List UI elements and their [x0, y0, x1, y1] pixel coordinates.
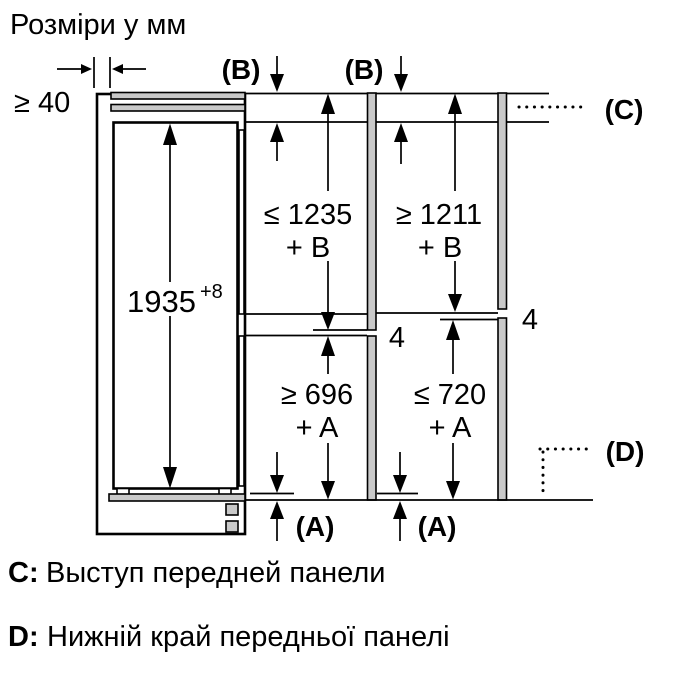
d-marker: (D)	[606, 436, 645, 467]
legend-d-key: D:	[8, 621, 39, 653]
arrow-up-icon	[163, 123, 177, 145]
plinth-block-lower	[225, 520, 239, 533]
b-marker-left: (B)	[222, 54, 261, 85]
a-right-arrows	[393, 452, 407, 541]
dim-lower-right	[446, 320, 460, 500]
wall-clearance-label: ≥ 40	[14, 87, 70, 119]
upper-left-suffix: + B	[286, 232, 330, 264]
plinth-bar	[108, 493, 246, 502]
a-left-arrows	[270, 452, 284, 541]
b-left-arrows	[270, 56, 284, 161]
arrow-up-icon	[270, 501, 284, 519]
top-panel-strip-1	[110, 91, 246, 100]
plinth-block-upper	[225, 503, 239, 516]
arrow-down-icon	[448, 294, 462, 312]
arrow-down-icon	[394, 74, 408, 92]
appliance-door-upper	[238, 129, 245, 315]
upper-right-value: ≥ 1211	[396, 199, 482, 231]
c-marker: (C)	[605, 94, 644, 125]
dim-upper-left	[321, 93, 335, 330]
arrow-right-icon	[81, 64, 92, 74]
b-marker-right: (B)	[345, 54, 384, 85]
arrow-up-icon	[321, 93, 335, 114]
legend: C: Выступ передней панели D: Нижній край…	[8, 557, 450, 653]
arrow-down-icon	[321, 312, 335, 330]
lower-right-value: ≤ 720	[414, 379, 486, 411]
arrow-up-icon	[321, 336, 335, 356]
legend-c-text: Выступ передней панели	[46, 557, 385, 589]
arrow-down-icon	[393, 475, 407, 493]
arrow-down-icon	[321, 481, 335, 500]
arrow-up-icon	[394, 123, 408, 142]
upper-left-value: ≤ 1235	[264, 199, 353, 231]
dim-wall-clearance	[57, 57, 146, 88]
appliance-body	[112, 121, 239, 490]
niche-height-tolerance: +8	[200, 281, 223, 303]
panel-bar-right-upper	[497, 92, 508, 310]
arrow-down-icon	[163, 467, 177, 489]
panel-bar-right-lower	[497, 317, 508, 501]
arrow-down-icon	[270, 475, 284, 493]
arrow-down-icon	[270, 74, 284, 92]
upper-right-suffix: + B	[418, 232, 462, 264]
top-panel-strip-2	[110, 103, 246, 112]
arrow-up-icon	[448, 93, 462, 114]
lower-right-suffix: + A	[429, 412, 472, 444]
niche-height-value: 1935	[127, 284, 196, 319]
arrow-left-icon	[112, 64, 123, 74]
arrow-up-icon	[270, 123, 284, 142]
lower-left-value: ≥ 696	[281, 379, 353, 411]
arrow-up-icon	[393, 501, 407, 519]
lower-left-suffix: + A	[296, 412, 339, 444]
arrow-up-icon	[446, 320, 460, 340]
page-title: Розміри у мм	[10, 9, 186, 41]
gap-value-right: 4	[522, 304, 538, 336]
gap-value-left: 4	[389, 322, 405, 354]
arrow-down-icon	[446, 481, 460, 500]
a-marker-right: (A)	[418, 511, 457, 542]
legend-d-text: Нижній край передньої панелі	[47, 621, 450, 653]
appliance-door-lower	[238, 335, 245, 487]
panel-bar-left-upper	[366, 92, 377, 331]
dim-lower-left	[321, 336, 335, 500]
a-marker-left: (A)	[296, 511, 335, 542]
dim-niche-height	[163, 123, 177, 489]
panel-bar-left-lower	[366, 335, 377, 501]
b-right-arrows	[394, 56, 408, 164]
dim-upper-right	[448, 93, 462, 312]
legend-c-key: C:	[8, 557, 39, 589]
